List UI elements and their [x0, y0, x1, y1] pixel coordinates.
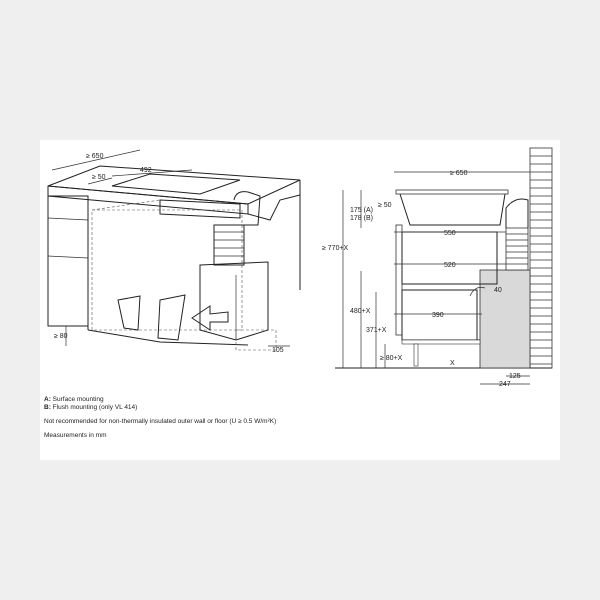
dim-390: 390	[432, 312, 444, 319]
note-a: A: Surface mounting	[44, 396, 104, 403]
dim-height-a: 175 (A)	[350, 207, 373, 214]
left-cabinet-view: ≥ 650 492 ≥ 50 ≥ 80 105	[47, 149, 301, 354]
dim-height-b: 178 (B)	[350, 215, 373, 222]
flex-duct	[214, 231, 244, 257]
dim-371: 371+X	[366, 327, 387, 334]
dim-plinth-right: ≥ 80+X	[380, 355, 403, 362]
note-units: Measurements in mm	[44, 432, 107, 439]
dim-550: 550	[444, 230, 456, 237]
note-warning: Not recommended for non-thermally insula…	[44, 418, 277, 425]
dim-480: 480+X	[350, 308, 371, 315]
right-section-view: ≥ 650 ≥ 50 175 (A) 178 (B) ≥ 770+X 550 5…	[322, 147, 553, 388]
note-b: B: Flush mounting (only VL 414)	[44, 404, 138, 411]
dim-total-height: ≥ 770+X	[322, 245, 349, 252]
dim-40: 40	[494, 287, 502, 294]
dim-520: 520	[444, 262, 456, 269]
dim-min-gap-right: ≥ 50	[378, 202, 392, 209]
dim-x: X	[450, 360, 455, 367]
dim-hob-width: 492	[140, 167, 152, 174]
notes: A: Surface mounting B: Flush mounting (o…	[44, 396, 276, 440]
dim-125: 125	[509, 373, 521, 380]
dim-duct: 105	[272, 347, 284, 354]
dim-plinth: ≥ 80	[54, 333, 68, 340]
dim-depth: ≥ 650	[86, 153, 104, 160]
dim-depth-right: ≥ 650	[450, 170, 468, 177]
dim-min-gap: ≥ 50	[92, 174, 106, 181]
brick-wall	[530, 155, 552, 365]
dim-247: 247	[499, 381, 511, 388]
